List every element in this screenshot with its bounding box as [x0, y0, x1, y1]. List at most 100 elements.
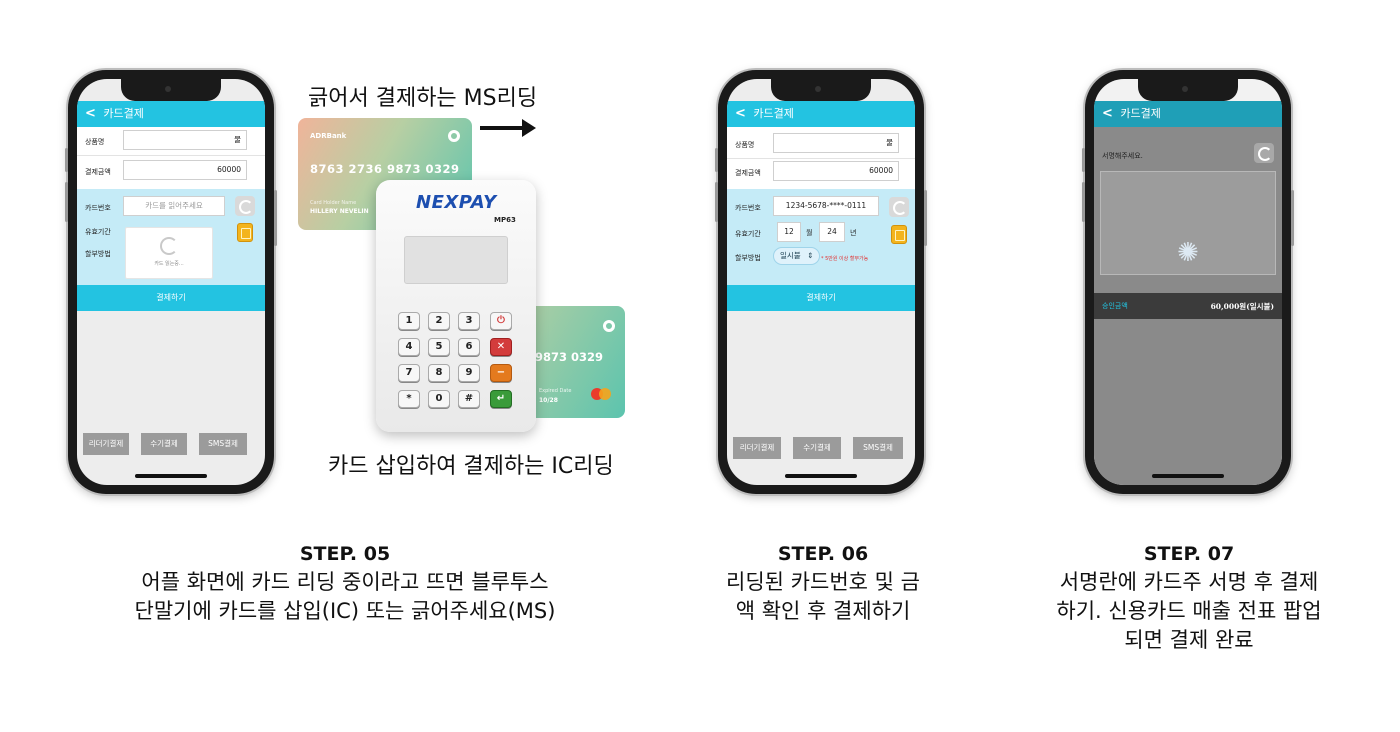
- signature-modal: 서명해주세요. ✺ 승인금액 60,000원(일시불): [1094, 127, 1282, 485]
- step06-line: 액 확인 후 결제하기: [735, 599, 911, 623]
- phone-screen: < 카드결제 상품명 물 결제금액 60000 카드번호 1234-5678-*…: [727, 79, 915, 485]
- ic-chip-icon[interactable]: [891, 225, 907, 244]
- keypad-enter-key[interactable]: ↵: [490, 390, 512, 408]
- ms-reading-caption: 긁어서 결제하는 MS리딩: [308, 86, 538, 111]
- sms-pay-button[interactable]: SMS결제: [853, 437, 903, 459]
- phone-step07: < 카드결제 서명해주세요. ✺ 승인금액 60,000원(일시불): [1082, 70, 1294, 494]
- keypad-key-7[interactable]: 7: [398, 364, 420, 382]
- terminal-model: MP63: [494, 216, 516, 224]
- phone-screen: < 카드결제 상품명 물 결제금액 60000 카드번호 카드를 읽어주세요 유…: [77, 79, 265, 485]
- month-unit: 월: [806, 229, 813, 237]
- expiry-month-field[interactable]: 12: [777, 222, 801, 242]
- keypad-key-6[interactable]: 6: [458, 338, 480, 356]
- reader-pay-button[interactable]: 리더기결제: [733, 437, 781, 459]
- refresh-icon[interactable]: [1254, 143, 1274, 163]
- refresh-icon[interactable]: [889, 197, 909, 217]
- step07-line: 서명란에 카드주 서명 후 결제: [1059, 570, 1319, 594]
- amount-field[interactable]: 60000: [773, 161, 899, 181]
- amount-label: 결제금액: [85, 168, 111, 176]
- signature-pad[interactable]: ✺: [1100, 171, 1276, 275]
- refresh-icon[interactable]: [235, 196, 255, 216]
- keypad-key-4[interactable]: 4: [398, 338, 420, 356]
- keypad-key-5[interactable]: 5: [428, 338, 450, 356]
- keypad-key-1[interactable]: 1: [398, 312, 420, 330]
- card-number-text: 8763 2736 9873 0329: [310, 162, 460, 176]
- product-section: 상품명 물 결제금액 60000: [727, 127, 915, 189]
- amount-field[interactable]: 60000: [123, 160, 247, 180]
- app-header: < 카드결제: [1094, 101, 1282, 127]
- installment-note: * 5만원 이상 할부가능: [821, 256, 869, 262]
- card-bank-name: ADRBank: [310, 132, 347, 140]
- installment-value: 일시불: [780, 251, 801, 260]
- card-reading-popup: 카드 읽는중...: [125, 227, 213, 279]
- manual-pay-button[interactable]: 수기결제: [141, 433, 187, 455]
- step07-description: 서명란에 카드주 서명 후 결제 하기. 신용카드 매출 전표 팝업 되면 결제…: [1019, 568, 1359, 655]
- loading-spinner-icon: ✺: [1177, 238, 1199, 268]
- approved-amount-bar: 승인금액 60,000원(일시불): [1094, 293, 1282, 319]
- phone-notch: [771, 79, 871, 101]
- phone-side-button: [1082, 148, 1085, 172]
- back-icon[interactable]: <: [735, 106, 746, 121]
- step05-title: STEP. 05: [299, 543, 391, 565]
- pay-button[interactable]: 결제하기: [77, 285, 265, 311]
- card-expiry-label: Expired Date: [539, 388, 572, 394]
- ic-reading-caption: 카드 삽입하여 결제하는 IC리딩: [328, 454, 614, 479]
- card-section: 카드번호 카드를 읽어주세요 유효기간 할부방법 카드 읽는중...: [77, 189, 265, 285]
- card-expiry-value: 10/28: [539, 397, 558, 404]
- card-number-field[interactable]: 1234-5678-****-0111: [773, 196, 879, 216]
- keypad-key-8[interactable]: 8: [428, 364, 450, 382]
- phone-side-button: [274, 190, 277, 246]
- app-header: < 카드결제: [77, 101, 265, 127]
- step07-title: STEP. 07: [1143, 543, 1235, 565]
- keypad-hash-key[interactable]: #: [458, 390, 480, 408]
- card-logo-icon: [448, 130, 460, 142]
- home-indicator: [1152, 474, 1224, 478]
- keypad-cancel-key[interactable]: ✕: [490, 338, 512, 356]
- header-title: 카드결제: [753, 107, 794, 120]
- expiry-label: 유효기간: [85, 228, 111, 236]
- keypad-power-key[interactable]: ⏻: [490, 312, 512, 330]
- year-unit: 년: [850, 229, 857, 237]
- phone-side-button: [715, 148, 718, 172]
- expiry-year-field[interactable]: 24: [819, 222, 845, 242]
- header-title: 카드결제: [1120, 107, 1161, 120]
- card-number-field[interactable]: 카드를 읽어주세요: [123, 196, 225, 216]
- card-holder-label: Card Holder Name: [310, 200, 357, 206]
- phone-side-button: [65, 148, 68, 172]
- pay-button[interactable]: 결제하기: [727, 285, 915, 311]
- card-section: 카드번호 1234-5678-****-0111 유효기간 12 월 24 년 …: [727, 189, 915, 285]
- keypad-clear-key[interactable]: −: [490, 364, 512, 382]
- loading-spinner-icon: [160, 237, 178, 255]
- product-section: 상품명 물 결제금액 60000: [77, 127, 265, 189]
- keypad-star-key[interactable]: *: [398, 390, 420, 408]
- back-icon[interactable]: <: [1102, 106, 1113, 121]
- installment-select[interactable]: 일시불 ⇕: [773, 247, 821, 265]
- product-field[interactable]: 물: [773, 133, 899, 153]
- phone-side-button: [715, 182, 718, 222]
- back-icon[interactable]: <: [85, 106, 96, 121]
- reader-pay-button[interactable]: 리더기결제: [83, 433, 129, 455]
- phone-step05: < 카드결제 상품명 물 결제금액 60000 카드번호 카드를 읽어주세요 유…: [65, 70, 277, 494]
- phone-side-button: [1082, 182, 1085, 222]
- card-holder-name: HILLERY NEVELIN: [310, 208, 369, 215]
- terminal-display: [404, 236, 508, 284]
- phone-side-button: [1291, 190, 1294, 246]
- amount-label: 결제금액: [735, 169, 761, 177]
- step05-line: 단말기에 카드를 삽입(IC) 또는 긁어주세요(MS): [134, 599, 556, 623]
- step06-line: 리딩된 카드번호 및 금: [726, 570, 920, 594]
- keypad-key-3[interactable]: 3: [458, 312, 480, 330]
- keypad-key-2[interactable]: 2: [428, 312, 450, 330]
- keypad-key-9[interactable]: 9: [458, 364, 480, 382]
- ic-chip-icon[interactable]: [237, 223, 253, 242]
- sms-pay-button[interactable]: SMS결제: [199, 433, 247, 455]
- keypad-key-0[interactable]: 0: [428, 390, 450, 408]
- manual-pay-button[interactable]: 수기결제: [793, 437, 841, 459]
- mastercard-icon: [599, 388, 611, 400]
- step07-line: 되면 결제 완료: [1124, 628, 1254, 652]
- chevron-updown-icon: ⇕: [807, 251, 814, 260]
- product-field[interactable]: 물: [123, 130, 247, 150]
- phone-side-button: [65, 182, 68, 222]
- step07-line: 하기. 신용카드 매출 전표 팝업: [1056, 599, 1322, 623]
- product-label: 상품명: [735, 141, 755, 149]
- phone-notch: [121, 79, 221, 101]
